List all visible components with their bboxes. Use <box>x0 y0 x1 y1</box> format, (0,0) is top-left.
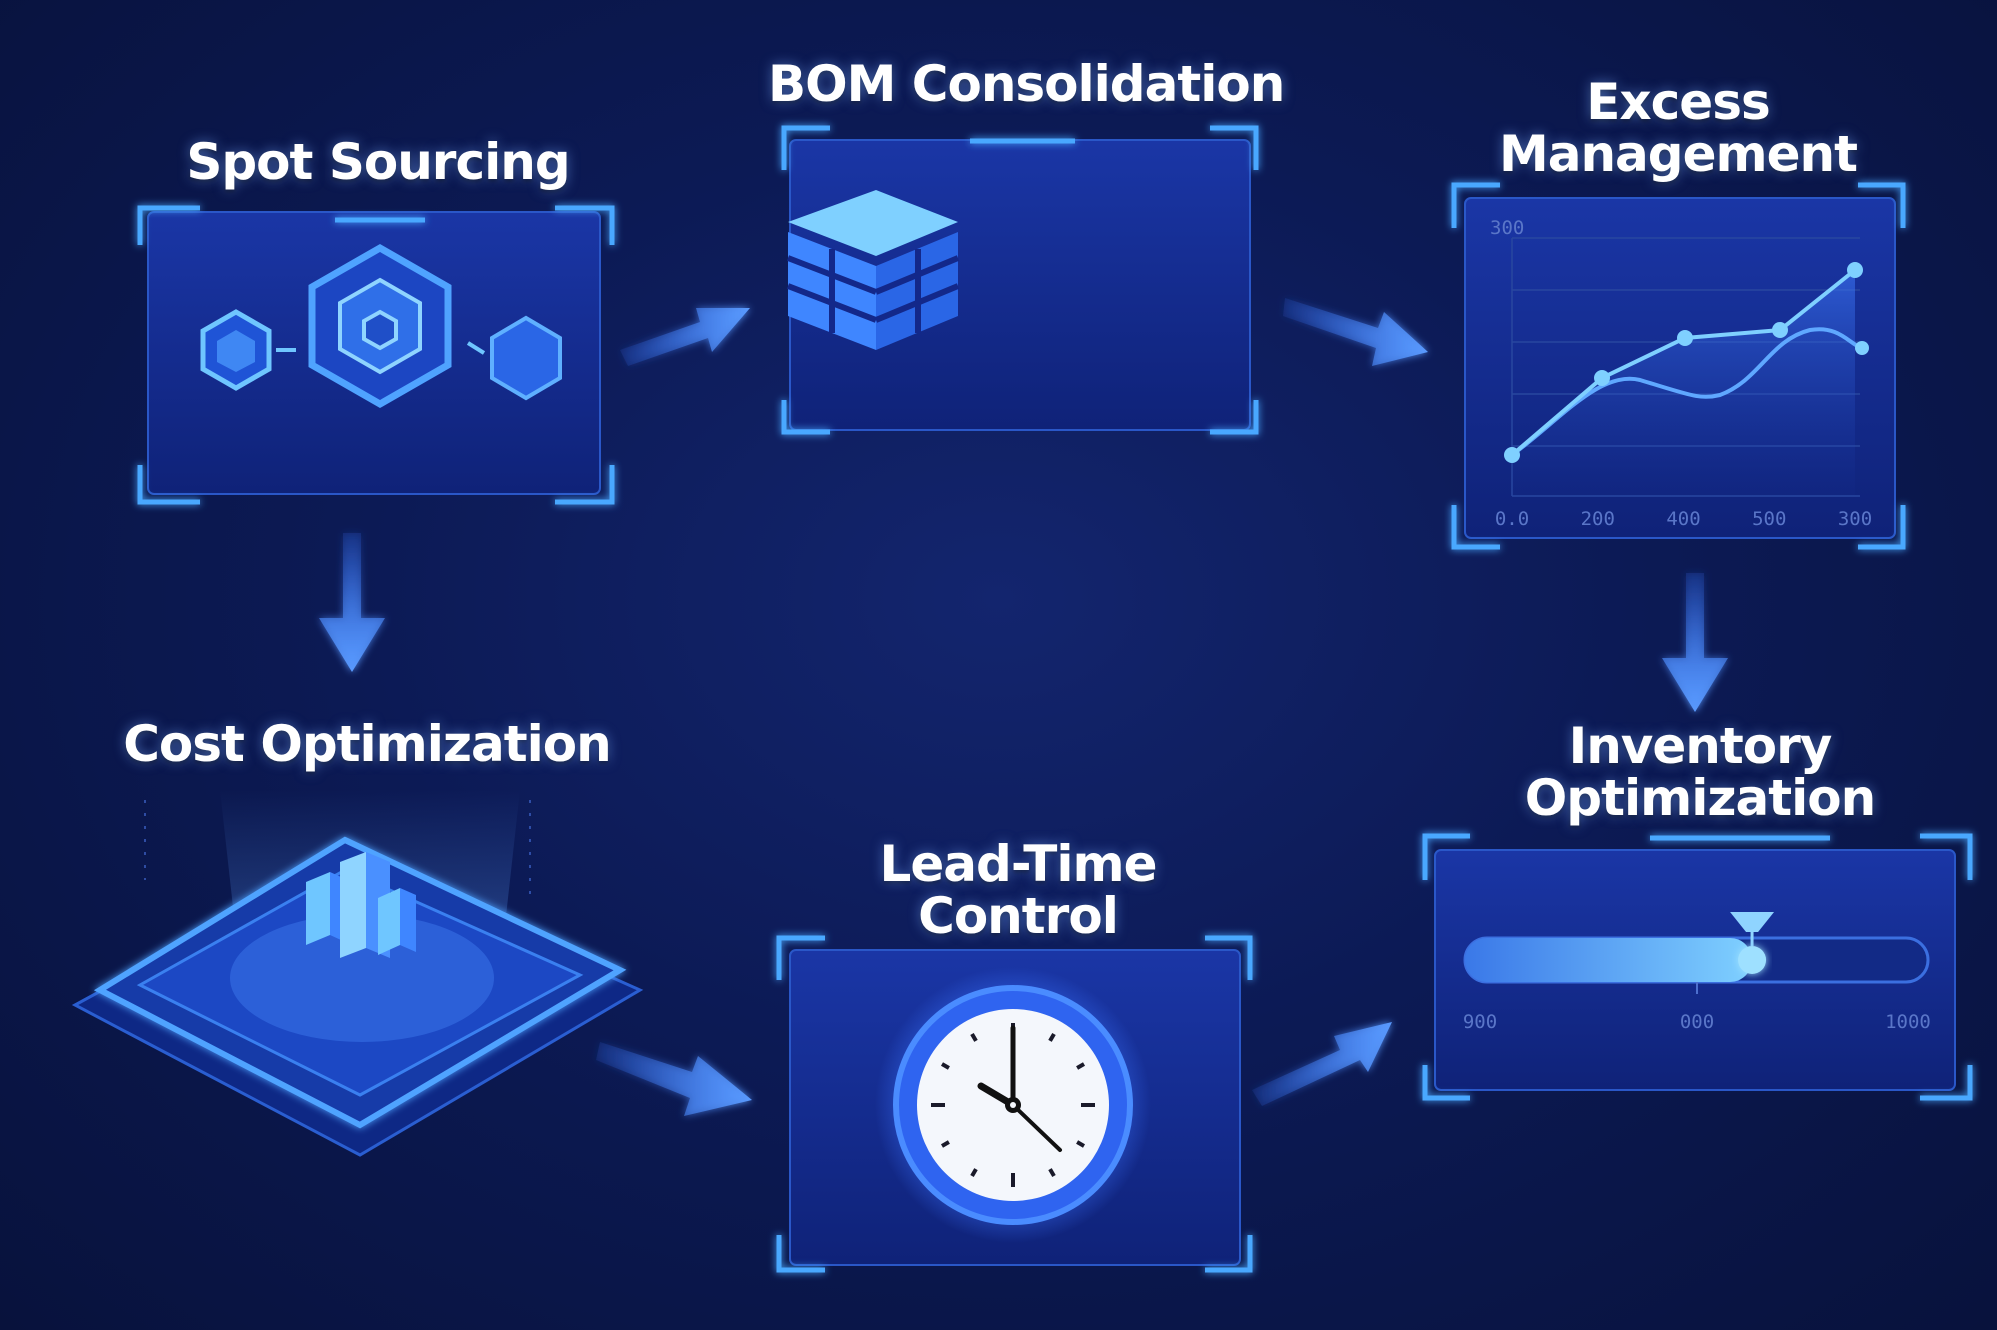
title-line: Optimization <box>1524 769 1876 827</box>
clock-tick-mark <box>1048 1032 1056 1042</box>
lead-time-control-title: Lead-Time Control <box>818 838 1218 942</box>
clock-tick-mark <box>1076 1140 1086 1148</box>
clock-tick-mark <box>940 1140 950 1148</box>
arrow-spot-to-bom <box>620 308 750 366</box>
arrow-bom-to-excess <box>1283 298 1428 366</box>
stacked-layers-icon <box>786 190 960 350</box>
x-tick-label: 200 <box>1581 508 1615 530</box>
y-axis-top-label: 300 <box>1490 217 1524 239</box>
slider-tick-label: 1000 <box>1885 1011 1931 1033</box>
slider-thumb <box>1730 912 1775 974</box>
bom-consolidation-panel <box>781 125 1259 435</box>
title-line: Inventory <box>1568 717 1833 775</box>
arrow-excess-to-inventory <box>1662 573 1728 712</box>
clock-tick-mark <box>1048 1168 1056 1178</box>
slider-tick-label: 900 <box>1463 1011 1497 1033</box>
isometric-platform-icon <box>71 836 644 1157</box>
clock-tick-mark <box>970 1168 978 1178</box>
excess-management-title: Excess Management <box>1478 76 1878 180</box>
inventory-slider: 900 000 1000 <box>1463 912 1931 1033</box>
panel-frame-corners <box>137 205 615 505</box>
trend-line-secondary <box>1510 327 1863 457</box>
x-axis-tick-labels: 0.0 200 400 500 300 <box>1495 508 1872 530</box>
bom-consolidation-title: BOM Consolidation <box>768 55 1285 113</box>
title-line: Excess <box>1586 73 1770 131</box>
x-tick-label: 500 <box>1752 508 1786 530</box>
slider-tick-labels: 900 000 1000 <box>1463 1011 1931 1033</box>
hexagon-network-icon <box>200 243 562 409</box>
title-line: Management <box>1498 125 1858 183</box>
clock-tick-mark <box>970 1032 978 1042</box>
arrow-lead-time-to-inventory <box>1252 1022 1392 1106</box>
clock-tick-mark <box>940 1062 950 1070</box>
arrow-spot-to-cost <box>319 533 385 672</box>
clock-second-hand <box>1011 1103 1062 1152</box>
clock-icon <box>875 967 1151 1243</box>
panel-frame-corners <box>1451 182 1906 550</box>
cost-optimization-title: Cost Optimization <box>123 715 612 773</box>
title-line: Control <box>918 887 1119 945</box>
lead-time-control-panel <box>776 935 1253 1273</box>
inventory-optimization-title: Inventory Optimization <box>1500 720 1900 824</box>
slider-fill <box>1465 938 1753 982</box>
x-tick-label: 300 <box>1838 508 1872 530</box>
panel-frame-corners <box>781 125 1259 435</box>
excess-management-panel: 300 0.0 200 400 500 300 <box>1451 182 1906 550</box>
x-tick-label: 0.0 <box>1495 508 1529 530</box>
line-chart-icon: 300 0.0 200 400 500 300 <box>1490 217 1872 530</box>
spot-sourcing-panel <box>137 205 615 505</box>
inventory-optimization-panel: 900 000 1000 <box>1422 833 1973 1101</box>
spot-sourcing-title: Spot Sourcing <box>186 133 570 191</box>
slider-tick-label: 000 <box>1680 1011 1714 1033</box>
x-tick-label: 400 <box>1666 508 1700 530</box>
panel-frame-corners <box>776 935 1253 1273</box>
panel-frame-corners <box>1422 833 1973 1101</box>
arrow-cost-to-lead-time <box>596 1042 752 1116</box>
title-line: Lead-Time <box>879 835 1158 893</box>
cost-optimization-panel <box>71 790 644 1157</box>
bar-chart-icon <box>306 852 416 958</box>
clock-tick-mark <box>1076 1062 1086 1070</box>
